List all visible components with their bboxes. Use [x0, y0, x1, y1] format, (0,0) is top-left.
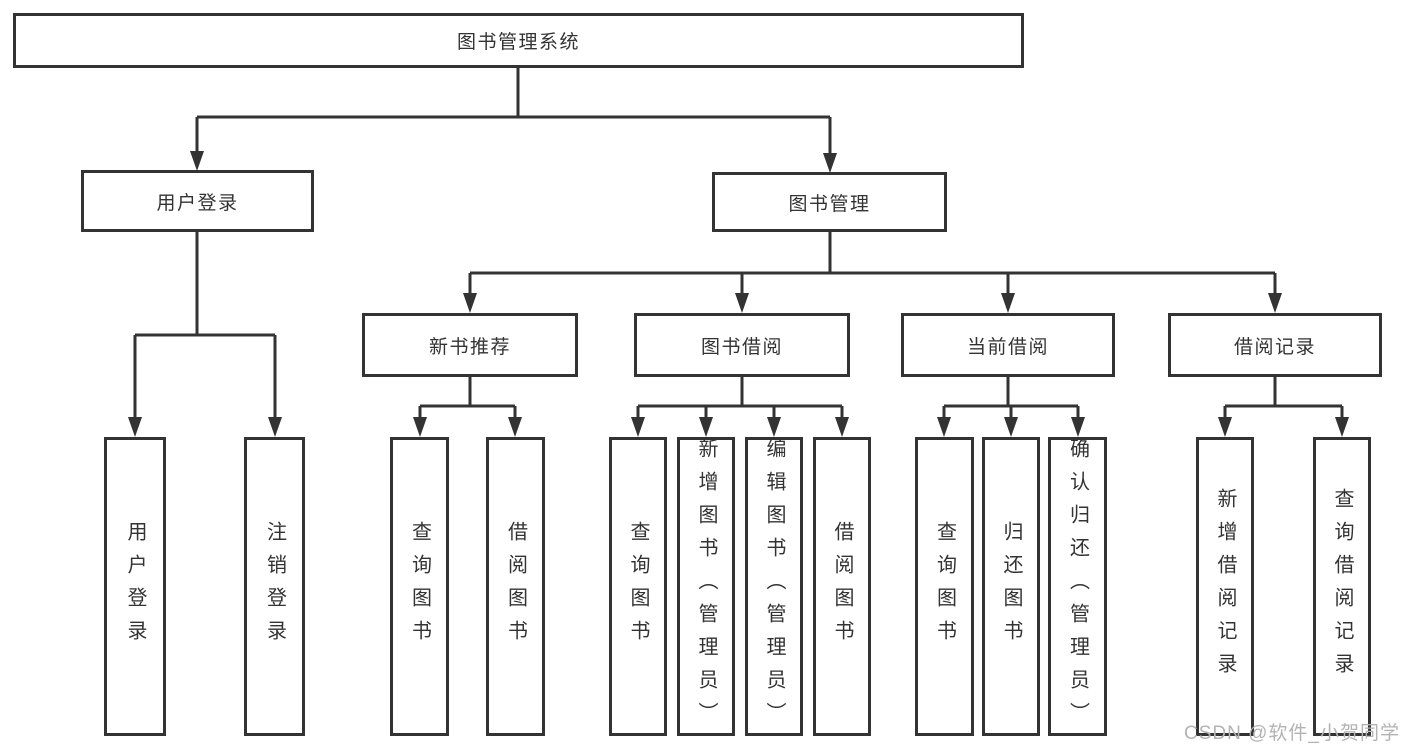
leaf-add-borrow-record: 新增借阅记录	[1196, 437, 1254, 736]
leaf-query-borrow-record-label: 查询借阅记录	[1331, 487, 1353, 686]
leaf-borrow-book-recommend-label: 借阅图书	[504, 520, 527, 653]
leaf-add-book-admin: 新增图书（管理员）	[677, 437, 735, 736]
leaf-edit-book-admin: 编辑图书（管理员）	[745, 437, 803, 736]
node-user-login: 用户登录	[81, 170, 314, 232]
leaf-return-book: 归还图书	[982, 437, 1040, 736]
node-borrow-record-label: 借阅记录	[1233, 336, 1316, 358]
leaf-edit-book-admin-label: 编辑图书（管理员）	[763, 438, 785, 735]
leaf-confirm-return-admin-label: 确认归还（管理员）	[1066, 438, 1089, 735]
node-book-management-label: 图书管理	[788, 193, 871, 215]
node-borrow-record: 借阅记录	[1168, 313, 1382, 377]
node-new-book-recommend: 新书推荐	[362, 313, 578, 377]
node-current-borrow: 当前借阅	[901, 313, 1115, 377]
leaf-borrow-book-recommend: 借阅图书	[486, 437, 545, 736]
leaf-query-borrow-record: 查询借阅记录	[1313, 437, 1371, 736]
leaf-user-login-label: 用户登录	[124, 520, 146, 653]
node-new-book-recommend-label: 新书推荐	[428, 336, 511, 358]
node-user-login-label: 用户登录	[156, 192, 239, 214]
leaf-add-borrow-record-label: 新增借阅记录	[1214, 487, 1236, 686]
leaf-query-book-recommend: 查询图书	[390, 437, 449, 736]
leaf-logout-label: 注销登录	[263, 520, 286, 653]
leaf-logout: 注销登录	[244, 437, 305, 736]
node-root-system: 图书管理系统	[13, 13, 1024, 68]
leaf-query-book-borrow: 查询图书	[609, 437, 667, 736]
leaf-query-book-recommend-label: 查询图书	[408, 520, 431, 653]
leaf-borrow-book-label: 借阅图书	[831, 520, 853, 653]
leaf-query-book-borrow-label: 查询图书	[627, 520, 649, 653]
leaf-borrow-book: 借阅图书	[813, 437, 871, 736]
leaf-return-book-label: 归还图书	[1000, 520, 1022, 653]
leaf-confirm-return-admin: 确认归还（管理员）	[1048, 437, 1107, 736]
leaf-query-book-current: 查询图书	[915, 437, 974, 736]
leaf-add-book-admin-label: 新增图书（管理员）	[695, 438, 717, 735]
leaf-user-login: 用户登录	[104, 437, 166, 736]
leaf-query-book-current-label: 查询图书	[933, 520, 956, 653]
node-book-borrow: 图书借阅	[634, 313, 850, 377]
node-current-borrow-label: 当前借阅	[966, 336, 1049, 358]
node-book-management: 图书管理	[712, 172, 947, 232]
csdn-watermark: CSDN @软件_小贺同学	[1184, 723, 1400, 744]
node-book-borrow-label: 图书借阅	[700, 336, 783, 358]
node-root-system-label: 图书管理系统	[456, 32, 580, 53]
